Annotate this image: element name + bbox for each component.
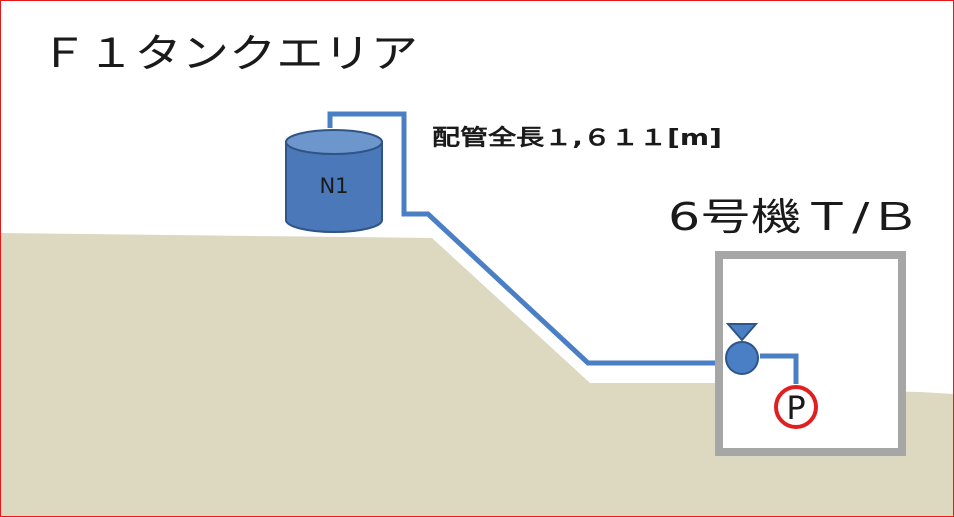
valve-body <box>725 341 759 375</box>
tank-n1: N1 <box>285 129 383 233</box>
tank-top <box>285 129 383 155</box>
valve-triangle <box>725 323 759 342</box>
tank-label: N1 <box>319 174 348 198</box>
pump-circle <box>774 385 818 429</box>
area-title: Ｆ１タンクエリア <box>40 31 418 77</box>
pipe-line <box>327 111 730 366</box>
pump-label: P <box>786 389 805 427</box>
building-label: 6号機Ｔ/Ｂ <box>668 195 920 239</box>
tank-body <box>285 141 383 233</box>
pipe-to-pump <box>760 353 799 384</box>
pump-marker: P <box>774 385 818 429</box>
valve-icon <box>725 323 759 375</box>
pipe-length-label: 配管全長１,６１１[m] <box>432 125 722 151</box>
